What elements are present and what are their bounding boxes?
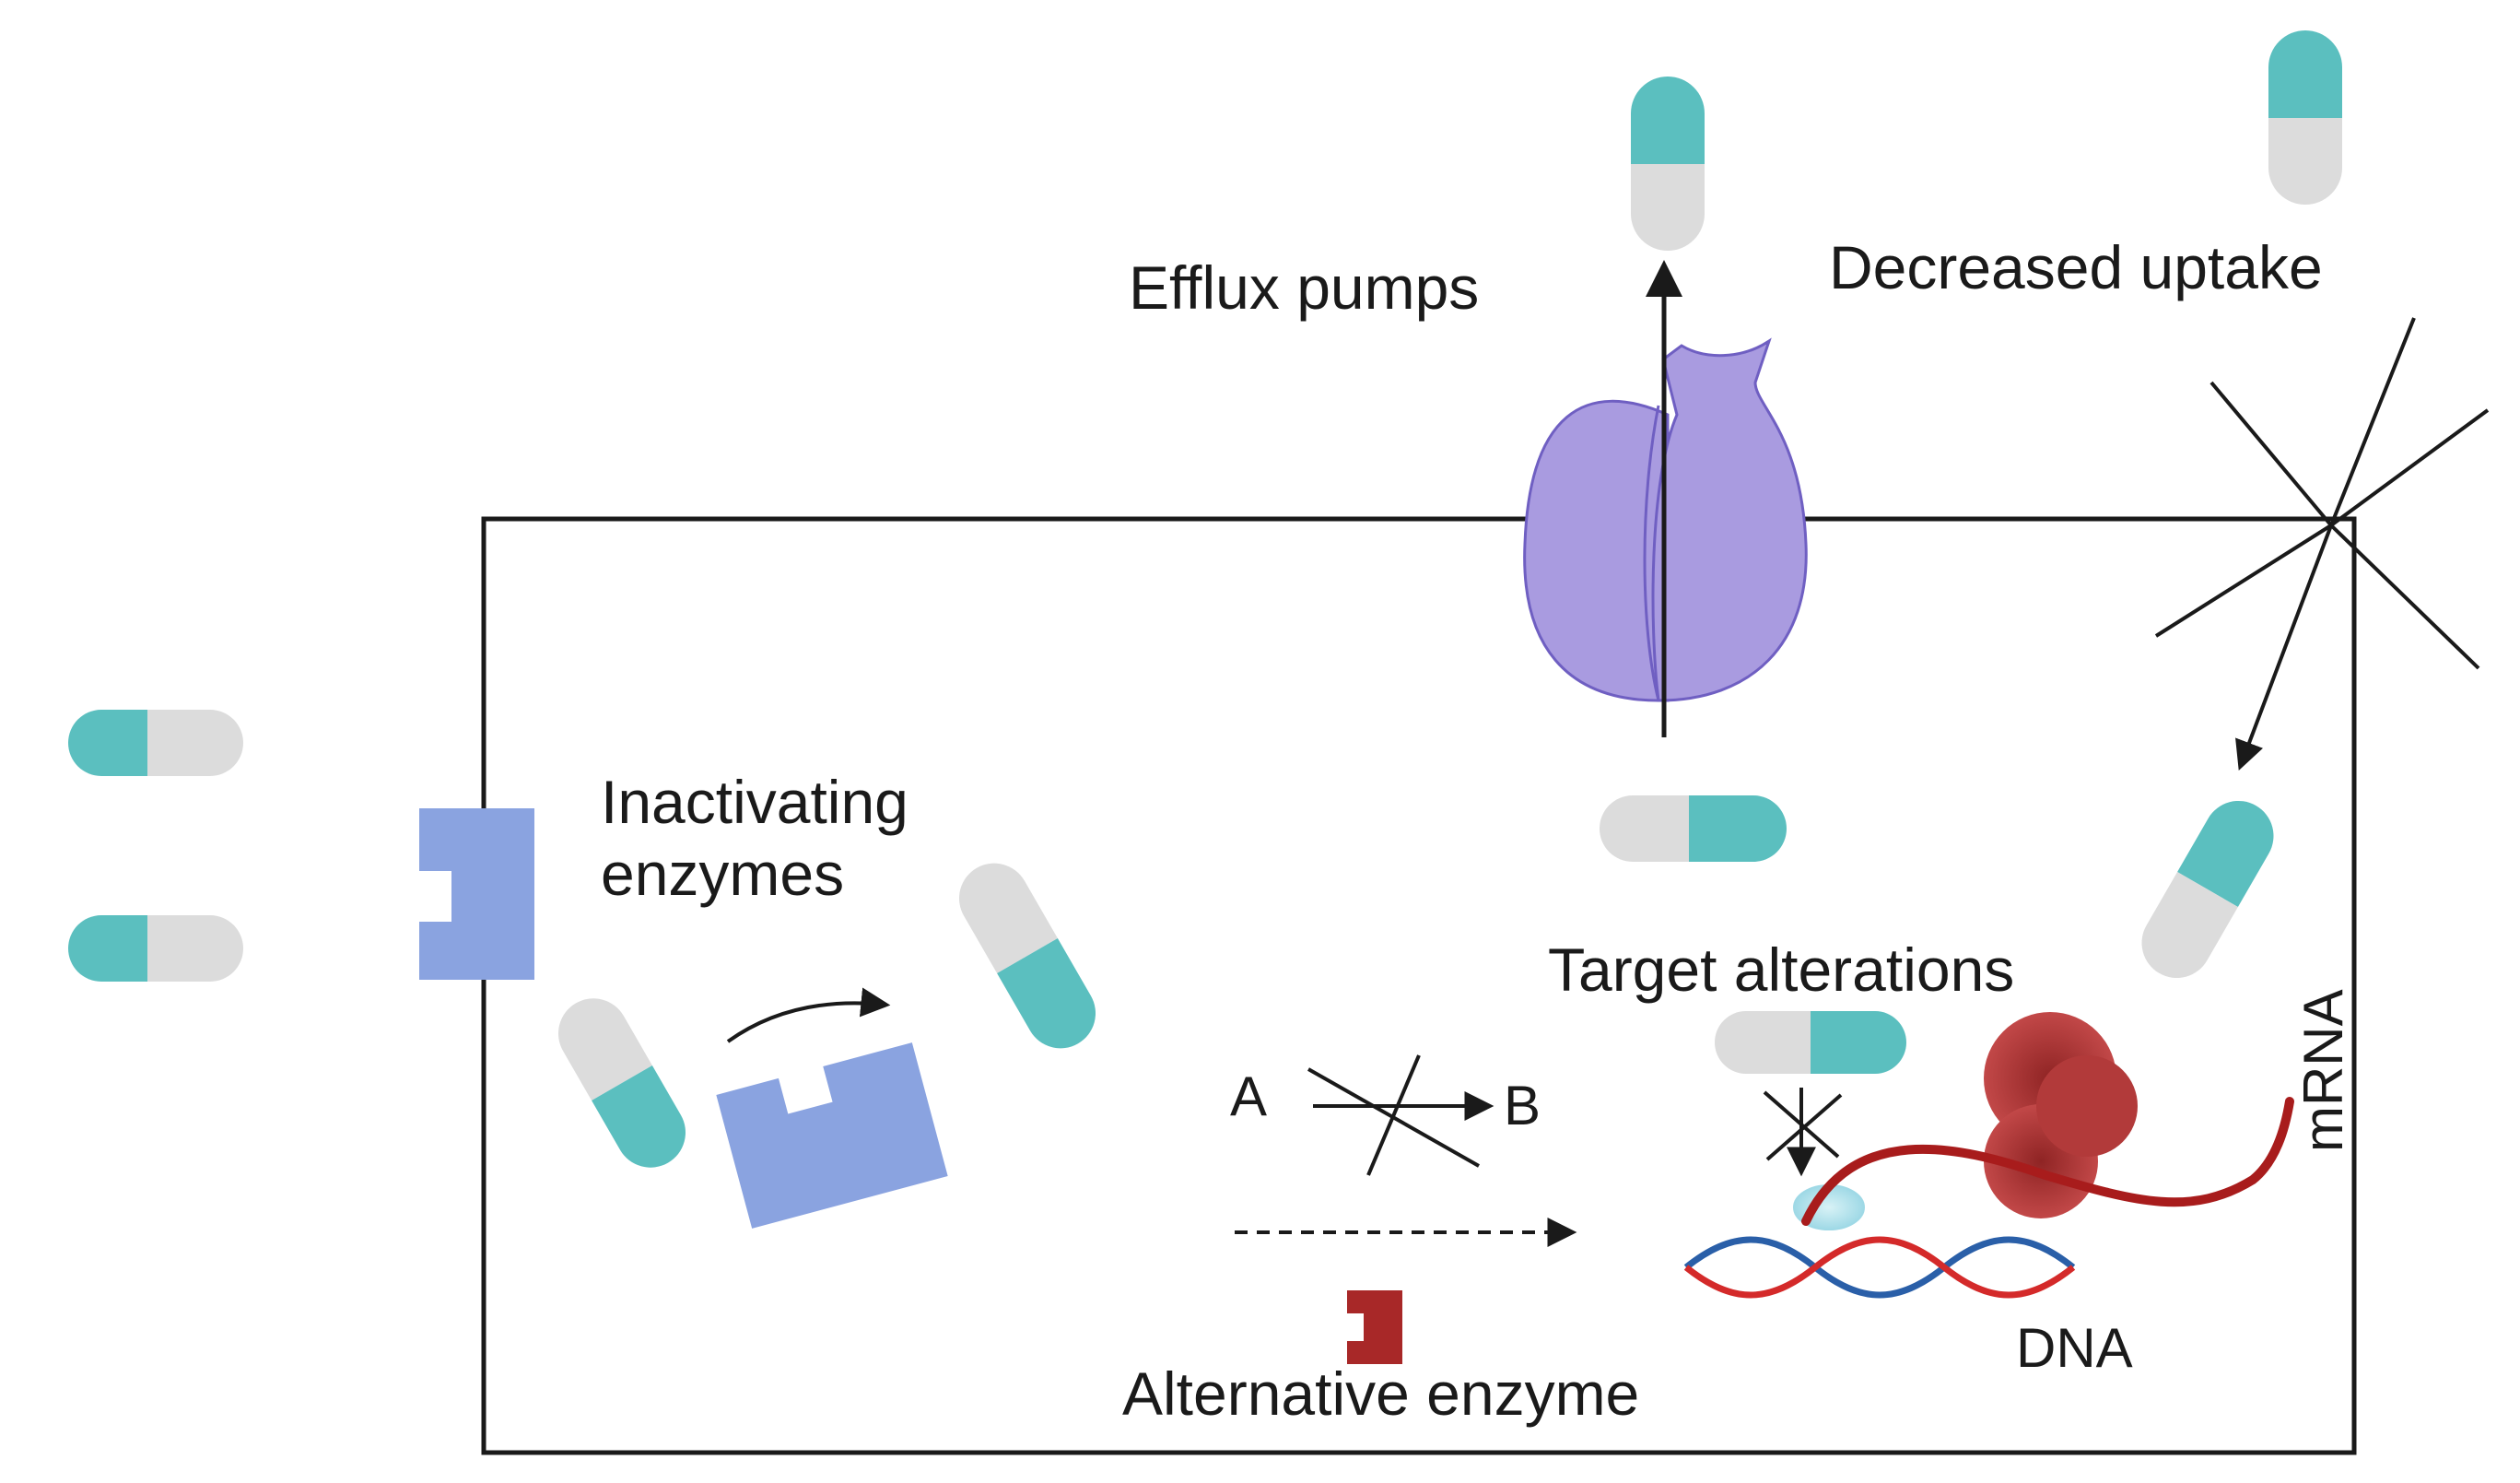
capsule-icon (1715, 1011, 1906, 1074)
uptake-arrow (2235, 524, 2333, 771)
capsule-icon (1631, 77, 1705, 251)
capsule-icon (959, 863, 1096, 1049)
target-alterations-label: Target alterations (1548, 936, 2014, 1004)
mrna-label: mRNA (2292, 989, 2354, 1152)
target-blocked-arrow (1763, 1088, 1843, 1177)
capsule-icon (68, 710, 243, 776)
capsule-icon (1600, 795, 1787, 862)
metabolite-a-label: A (1230, 1065, 1267, 1127)
mrna-strand (1801, 1097, 2294, 1226)
porin-star-icon (2154, 317, 2490, 670)
inactivating-label-line2: enzymes (601, 840, 844, 908)
membrane-enzyme-icon (419, 808, 534, 980)
block-mark (1366, 1054, 1421, 1176)
decreased-uptake-label: Decreased uptake (1829, 233, 2323, 301)
metabolite-b-label: B (1504, 1075, 1541, 1136)
capsule-icon (68, 915, 243, 982)
dna-helix-icon (1683, 1236, 2076, 1299)
inactivating-enzyme-icon (716, 1042, 948, 1229)
efflux-pumps-label: Efflux pumps (1129, 253, 1479, 322)
alternative-enzyme-icon (1347, 1290, 1402, 1364)
efflux-pump-icon (1523, 337, 1808, 702)
capsule-icon (2141, 800, 2274, 979)
dna-label: DNA (2016, 1317, 2133, 1379)
inactivating-label-line1: Inactivating (601, 768, 908, 836)
curved-arrow (726, 987, 891, 1043)
ribosome-icon (1984, 1012, 2138, 1218)
capsule-icon (558, 998, 686, 1168)
cell-membrane (481, 516, 2357, 1455)
capsule-icon (2268, 30, 2342, 205)
alternative-enzyme-label: Alternative enzyme (1122, 1359, 1639, 1428)
